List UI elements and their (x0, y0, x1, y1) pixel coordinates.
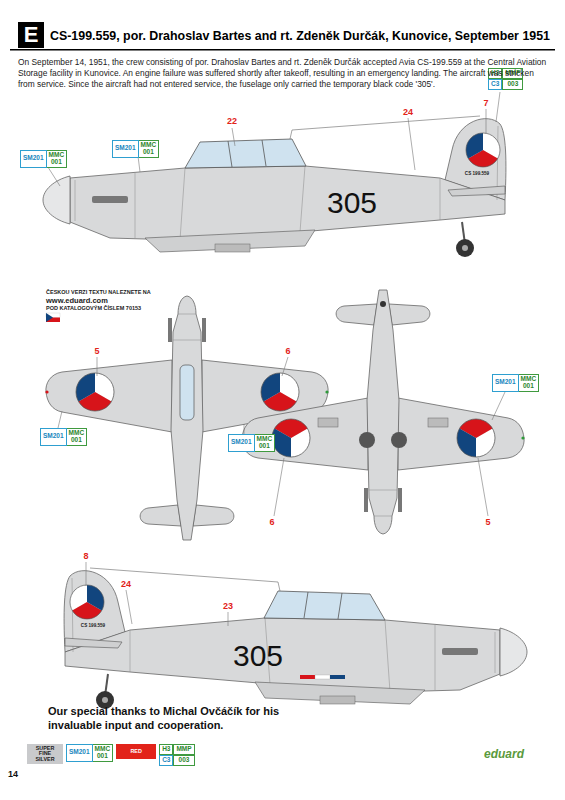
art-rect (318, 418, 338, 427)
callout-number: 22 (227, 117, 237, 126)
callout-number: 23 (223, 602, 233, 611)
brand-logo: eduard (484, 748, 524, 760)
paint-code: SM201 (228, 434, 255, 452)
paint-code: SM201 (20, 150, 47, 168)
paint-code-box: SM201MMC 001 (66, 744, 113, 762)
title-heading: CS-199.559, por. Drahoslav Bartes and rt… (50, 28, 550, 43)
art-rect (180, 365, 194, 420)
art-circle (359, 432, 375, 448)
art-use (43, 116, 506, 257)
paint-code: MMC 001 (139, 140, 160, 158)
paint-code-box: SM201MMC 001 (228, 434, 275, 452)
callout-number: 6 (269, 518, 274, 527)
paint-code-box: H3MMPC3003 (159, 744, 194, 766)
art-rect (10, 49, 555, 51)
art-path (138, 156, 140, 172)
czech-note: ČESKOU VERZI TEXTU NALEZNETE NA (46, 290, 151, 296)
callout-number: 6 (285, 347, 290, 356)
paint-code: SM201 (492, 374, 519, 392)
art-g (46, 92, 505, 626)
art-path (97, 357, 98, 376)
paint-code: C3 (159, 755, 173, 766)
art-path (46, 313, 53, 322)
page-number: 14 (8, 770, 18, 779)
paint-code: H3 (159, 744, 173, 755)
legend-text: SUPER FINE SILVER (30, 746, 60, 762)
thanks-note: Our special thanks to Michal Ovčáčík for… (48, 704, 284, 733)
callout-number: 8 (83, 552, 88, 561)
paint-code: 003 (173, 755, 194, 766)
art-path (496, 92, 500, 122)
paint-code: MMC 001 (255, 434, 276, 452)
art-path (126, 590, 132, 624)
art-circle (391, 432, 407, 448)
fuselage-code: 305 (327, 188, 377, 218)
callout-number: 24 (121, 580, 131, 589)
art-path (492, 392, 505, 420)
paint-code: E (24, 22, 39, 48)
czech-note: POD KATALOGOVÝM ČÍSLEM 70153 (46, 306, 141, 312)
art-path (58, 411, 62, 428)
art-path (486, 109, 487, 134)
website: www.eduard.com (46, 297, 108, 305)
art-path (244, 424, 245, 434)
art-path (86, 562, 87, 586)
paint-code-box: SM201MMC 001 (40, 428, 87, 446)
paint-code: 003 (502, 79, 523, 90)
art-rect (315, 675, 330, 679)
profile-letter-badge: E (18, 22, 44, 48)
callout-number: 5 (94, 347, 99, 356)
paint-code-box: SM201MMC 001 (492, 374, 539, 392)
color-swatch: RED (116, 744, 156, 759)
paint-code-box: SM201MMC 001 (20, 150, 67, 168)
paint-code: C3 (488, 79, 502, 90)
art-rect (300, 675, 315, 679)
art-path (282, 357, 288, 376)
art-use (241, 290, 524, 534)
art-path (408, 118, 415, 170)
paint-code: SM201 (40, 428, 67, 446)
art-rect (428, 418, 448, 427)
paint-code: MMC 001 (519, 374, 540, 392)
callout-number: 24 (403, 108, 413, 117)
art-circle (380, 301, 386, 307)
paint-code: MMC 001 (67, 428, 88, 446)
description-text: On September 14, 1951, the crew consisti… (18, 57, 548, 90)
art-path (274, 458, 284, 516)
color-swatch: SUPER FINE SILVER (27, 744, 63, 764)
callout-number: 5 (485, 518, 490, 527)
art-use (64, 568, 527, 709)
paint-code: MMP (173, 744, 194, 755)
paint-code: SM201 (112, 140, 139, 158)
art-path (232, 128, 235, 146)
paint-code-box: SM201MMC 001 (112, 140, 159, 158)
serial-marking: CS 199.559 (465, 172, 489, 177)
art-path (228, 612, 229, 626)
art-rect (330, 675, 345, 679)
paint-code: SM201 (66, 744, 93, 762)
callout-number: 7 (483, 99, 488, 108)
paint-code: MMC 001 (93, 744, 114, 762)
fuselage-code: 305 (233, 641, 283, 671)
legend-text: RED (130, 749, 141, 754)
art-path (478, 458, 488, 516)
paint-code: MMC 001 (47, 150, 68, 168)
serial-marking: CS 199.559 (81, 624, 105, 629)
